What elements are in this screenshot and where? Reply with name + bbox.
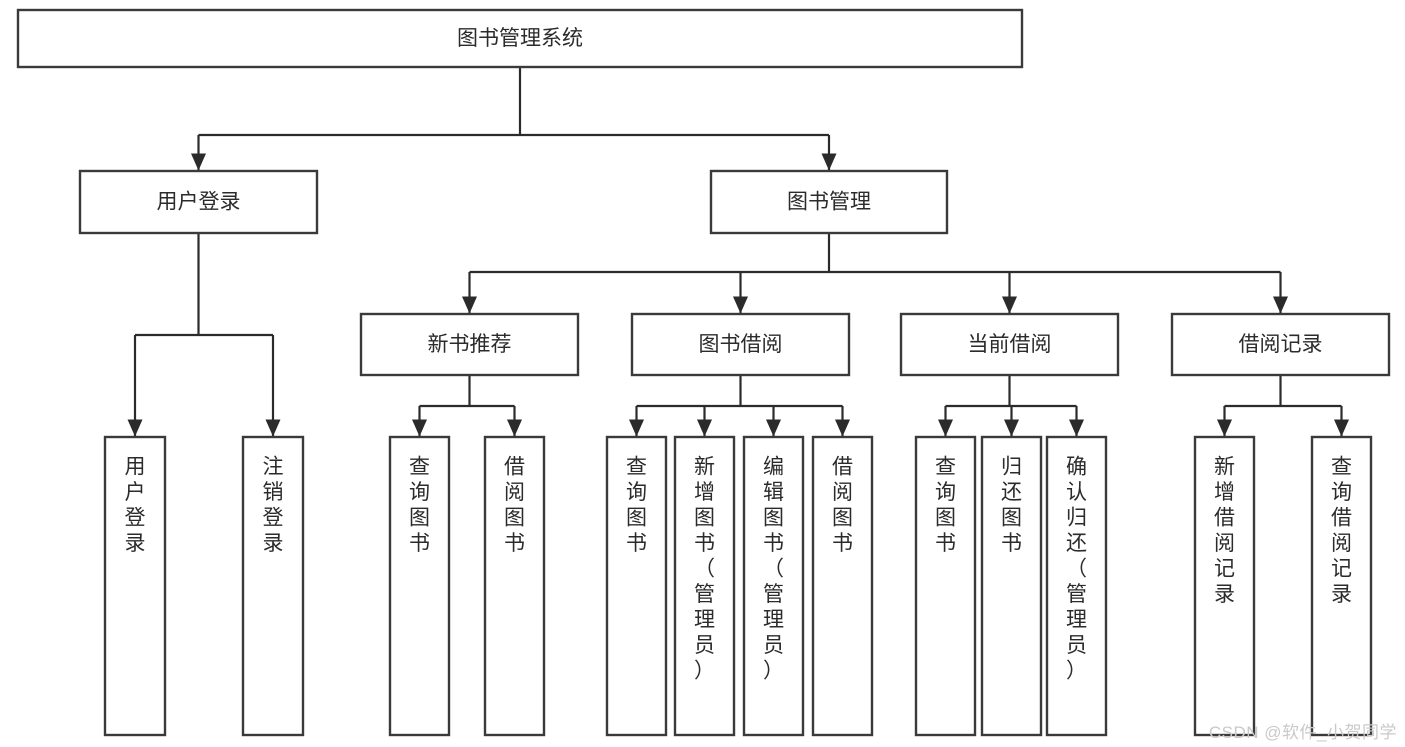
node-查询图书[interactable]: 查询图书: [388, 435, 451, 737]
node-label-查询图书: 查询图书: [935, 455, 956, 555]
node-box-新书推荐: [359, 312, 580, 377]
arrow-head-icon: [1334, 419, 1349, 437]
arrow-head-icon: [412, 419, 427, 437]
arrow-head-icon: [1273, 296, 1288, 314]
node-label-查询图书: 查询图书: [626, 455, 647, 555]
node-box-用户登录: [78, 169, 319, 235]
node-box-当前借阅: [899, 312, 1120, 377]
node-借阅图书[interactable]: 借阅图书: [811, 435, 874, 737]
arrow-head-icon: [821, 153, 837, 171]
node-label-借阅图书: 借阅图书: [504, 455, 525, 555]
arrow-head-icon: [191, 153, 206, 171]
connectors-layer: [127, 67, 1349, 437]
node-label-借阅记录: 借阅记录: [1239, 333, 1323, 356]
node-label-图书管理系统: 图书管理系统: [457, 27, 583, 50]
node-box-确认归还管理员: [1045, 435, 1108, 737]
node-label-归还图书: 归还图书: [1001, 455, 1022, 555]
node-box-借阅记录: [1170, 312, 1391, 377]
node-label-确认归还管理员: 确认归还（管理员）: [1066, 455, 1087, 682]
arrow-head-icon: [938, 419, 953, 437]
arrow-head-icon: [835, 419, 850, 437]
nodes-layer: 图书管理系统用户登录用户登录注销登录图书管理新书推荐查询图书借阅图书图书借阅查询…: [16, 8, 1391, 737]
node-label-新增图书管理员: 新增图书（管理员）: [694, 455, 715, 682]
arrow-head-icon: [1069, 419, 1084, 437]
node-图书借阅[interactable]: 图书借阅: [630, 312, 851, 377]
node-图书管理系统[interactable]: 图书管理系统: [16, 8, 1024, 69]
node-box-借阅图书: [811, 435, 874, 737]
arrow-head-icon: [733, 296, 748, 314]
node-label-新增借阅记录: 新增借阅记录: [1214, 455, 1235, 606]
node-box-图书管理: [709, 169, 949, 235]
node-注销登录[interactable]: 注销登录: [241, 435, 305, 737]
node-box-新增借阅记录: [1193, 435, 1256, 737]
node-label-图书管理: 图书管理: [787, 191, 871, 214]
node-归还图书[interactable]: 归还图书: [980, 435, 1043, 737]
arrow-head-icon: [629, 419, 644, 437]
node-编辑图书管理员[interactable]: 编辑图书（管理员）: [742, 435, 805, 737]
node-label-用户登录: 用户登录: [125, 455, 146, 555]
node-借阅图书[interactable]: 借阅图书: [483, 435, 546, 737]
node-box-归还图书: [980, 435, 1043, 737]
node-借阅记录[interactable]: 借阅记录: [1170, 312, 1391, 377]
node-label-编辑图书管理员: 编辑图书（管理员）: [763, 455, 784, 682]
node-图书管理[interactable]: 图书管理: [709, 169, 949, 235]
node-box-查询借阅记录: [1310, 435, 1373, 737]
arrow-head-icon: [1002, 296, 1017, 314]
node-查询借阅记录[interactable]: 查询借阅记录: [1310, 435, 1373, 737]
node-box-图书管理系统: [16, 8, 1024, 69]
node-box-图书借阅: [630, 312, 851, 377]
node-box-注销登录: [241, 435, 305, 737]
node-查询图书[interactable]: 查询图书: [605, 435, 668, 737]
node-确认归还管理员[interactable]: 确认归还（管理员）: [1045, 435, 1108, 737]
node-label-新书推荐: 新书推荐: [428, 333, 512, 356]
node-新书推荐[interactable]: 新书推荐: [359, 312, 580, 377]
node-用户登录[interactable]: 用户登录: [78, 169, 319, 235]
node-box-用户登录: [103, 435, 167, 737]
node-用户登录[interactable]: 用户登录: [103, 435, 167, 737]
node-box-查询图书: [388, 435, 451, 737]
node-新增图书管理员[interactable]: 新增图书（管理员）: [673, 435, 736, 737]
arrow-head-icon: [507, 419, 522, 437]
arrow-head-icon: [1217, 419, 1232, 437]
arrow-head-icon: [265, 419, 281, 437]
arrow-head-icon: [766, 419, 781, 437]
arrow-head-icon: [697, 419, 712, 437]
node-label-借阅图书: 借阅图书: [832, 455, 853, 555]
node-查询图书[interactable]: 查询图书: [914, 435, 977, 737]
node-当前借阅[interactable]: 当前借阅: [899, 312, 1120, 377]
node-label-查询图书: 查询图书: [409, 455, 430, 555]
node-box-查询图书: [914, 435, 977, 737]
arrow-head-icon: [1004, 419, 1019, 437]
node-box-查询图书: [605, 435, 668, 737]
node-box-借阅图书: [483, 435, 546, 737]
node-新增借阅记录[interactable]: 新增借阅记录: [1193, 435, 1256, 737]
watermark-text: CSDN @软件_小贺同学: [1208, 723, 1397, 742]
arrow-head-icon: [127, 419, 143, 437]
node-box-编辑图书管理员: [742, 435, 805, 737]
node-label-图书借阅: 图书借阅: [699, 333, 783, 356]
node-label-当前借阅: 当前借阅: [968, 333, 1052, 356]
node-label-用户登录: 用户登录: [157, 191, 241, 214]
node-label-注销登录: 注销登录: [263, 455, 284, 555]
arrow-head-icon: [462, 296, 477, 314]
node-label-查询借阅记录: 查询借阅记录: [1331, 455, 1352, 606]
node-box-新增图书管理员: [673, 435, 736, 737]
